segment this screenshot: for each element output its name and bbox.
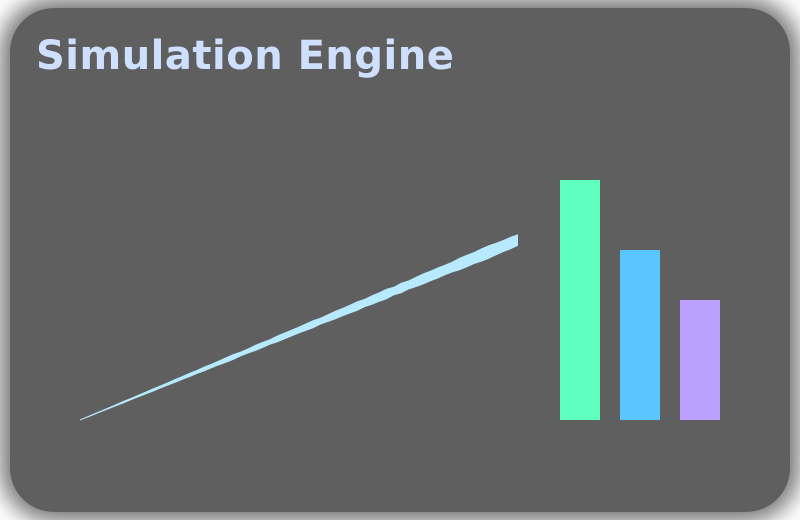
bar-3 — [680, 300, 720, 420]
page-title: Simulation Engine — [36, 33, 455, 79]
bar-2 — [620, 250, 660, 420]
bar-chart — [560, 180, 720, 420]
trend-line — [80, 234, 518, 421]
bar-1 — [560, 180, 600, 420]
trend-chart — [80, 234, 518, 421]
